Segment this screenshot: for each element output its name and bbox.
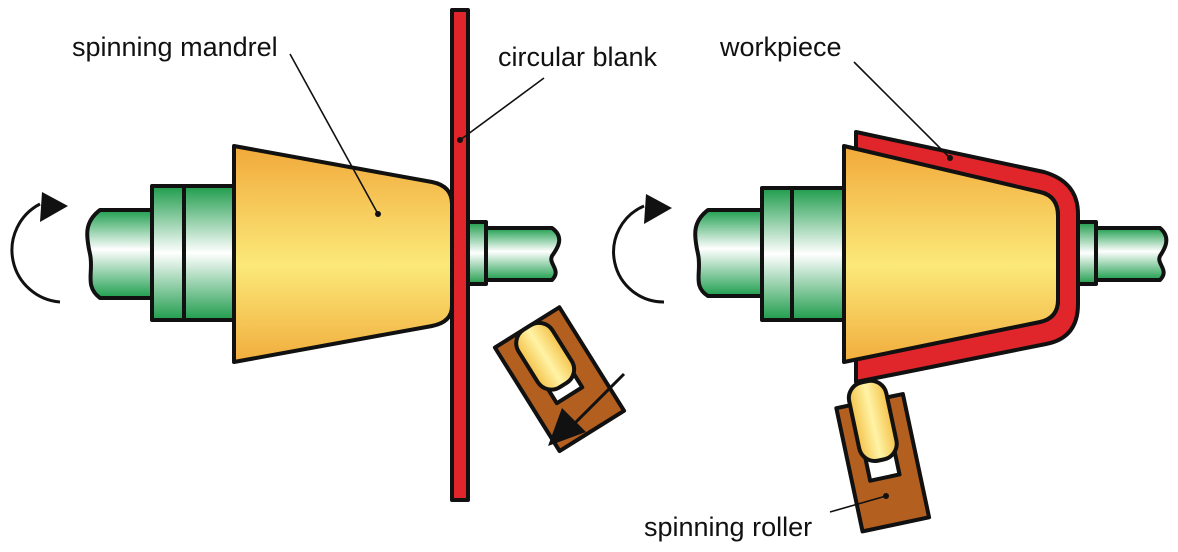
spinning-mandrel — [232, 144, 454, 364]
rotation-arrow-icon — [612, 194, 672, 304]
tail-shaft-right — [1094, 226, 1169, 282]
spinning-roller-left — [492, 305, 627, 454]
circular-blank — [450, 8, 470, 502]
feed-direction-arrow-icon — [548, 372, 626, 446]
drive-shaft-right — [693, 208, 764, 298]
shaft-collar-left — [760, 186, 794, 322]
label-spinning-mandrel: spinning mandrel — [72, 32, 278, 62]
shaft-collar-right — [790, 186, 846, 322]
right-assembly — [612, 130, 1169, 534]
spinning-roller-right — [834, 378, 932, 534]
label-workpiece: workpiece — [719, 32, 842, 62]
labels: spinning mandrel circular blank workpiec… — [72, 32, 953, 542]
tail-shaft-left — [484, 226, 562, 282]
tail-collar-right — [1076, 220, 1098, 286]
label-spinning-roller: spinning roller — [644, 512, 812, 542]
spinning-mandrel — [842, 144, 1060, 364]
label-circular-blank: circular blank — [498, 42, 658, 72]
rotation-arrow-icon — [10, 192, 68, 304]
shaft-collar-left — [150, 184, 186, 322]
left-assembly — [10, 8, 627, 502]
shaft-collar-right — [182, 184, 238, 322]
drive-shaft-left — [85, 208, 154, 300]
